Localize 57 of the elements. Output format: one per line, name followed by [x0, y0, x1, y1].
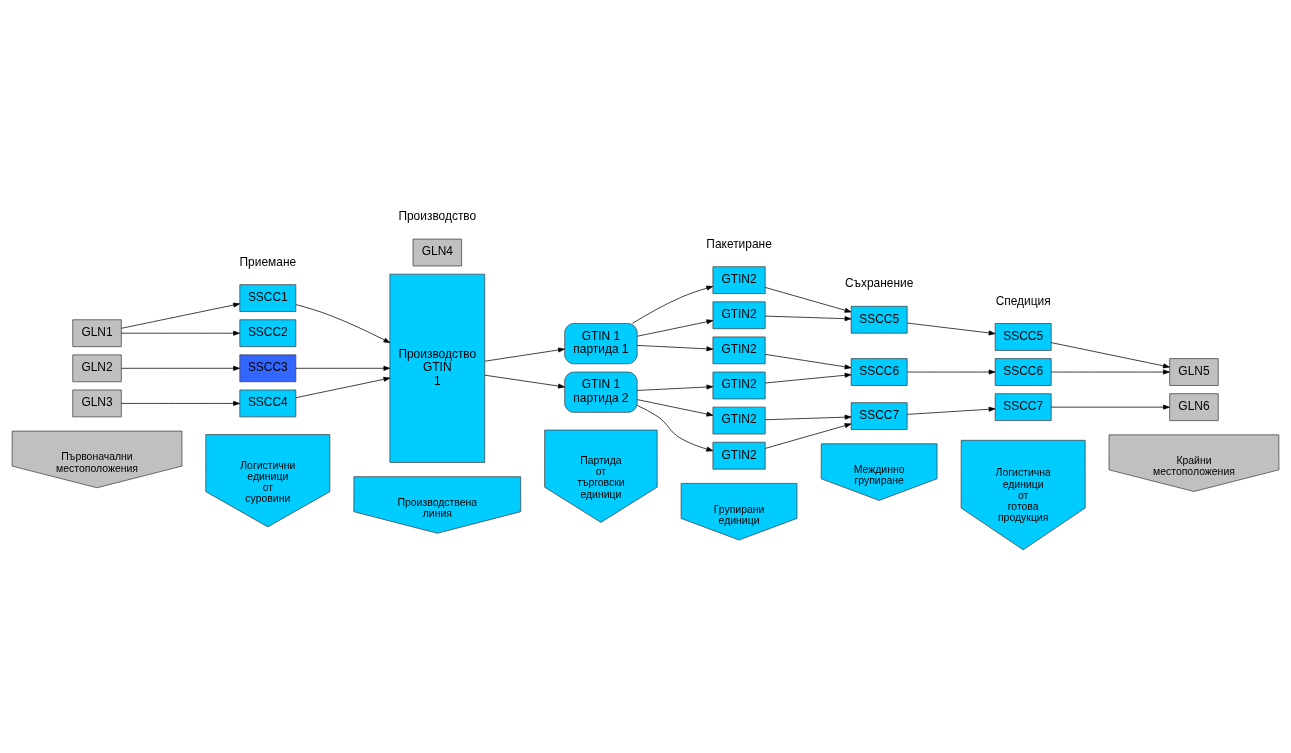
- node-box: SSCC6: [850, 357, 908, 386]
- node-box: GLN3: [72, 389, 122, 417]
- arrow: [636, 398, 714, 416]
- label: Приемане: [239, 254, 297, 269]
- node-box: GLN2: [72, 354, 122, 382]
- node-box: GLN4: [412, 238, 462, 266]
- node-box: SSCC5: [850, 305, 908, 334]
- node-box: SSCC2: [239, 318, 297, 347]
- arrow: [764, 372, 852, 383]
- node-box: SSCC5: [994, 322, 1052, 351]
- node-box: SSCC7: [850, 401, 908, 430]
- arrow: [120, 330, 240, 336]
- arrow: [1050, 404, 1170, 410]
- arrow: [636, 384, 714, 391]
- arrow: [764, 315, 852, 321]
- arrow: [295, 365, 391, 371]
- node-box: GLN5: [1169, 357, 1219, 386]
- node-box: SSCC7: [994, 392, 1052, 421]
- arrow: [907, 369, 996, 374]
- arrow: [484, 374, 565, 388]
- node-box: SSCC1: [239, 283, 297, 312]
- arrow: [636, 404, 714, 451]
- node-box: GLN1: [72, 318, 122, 347]
- node-box: GTIN2: [712, 406, 766, 434]
- node-box: SSCC3: [239, 354, 297, 382]
- arrow: [907, 322, 996, 335]
- node-box: GTIN2: [712, 265, 766, 294]
- arrow: [636, 318, 714, 337]
- label: Съхранение: [844, 275, 914, 290]
- label: Производство: [398, 208, 477, 223]
- arrow: [632, 285, 714, 324]
- arrow: [636, 344, 714, 351]
- arrow: [764, 422, 852, 449]
- label: Спедиция: [995, 293, 1051, 308]
- arrow: [1050, 369, 1170, 374]
- node-box: Производство GTIN 1: [389, 273, 486, 463]
- node-box: GTIN 1 партида 1: [564, 322, 638, 364]
- arrow: [120, 365, 240, 371]
- arrow: [295, 376, 391, 398]
- node-box: GTIN 1 партида 2: [564, 371, 638, 413]
- arrow: [120, 400, 240, 406]
- arrow: [484, 347, 565, 362]
- arrow: [764, 414, 852, 420]
- node-box: GTIN2: [712, 300, 766, 329]
- arrow: [295, 303, 391, 343]
- node-box: SSCC6: [994, 357, 1052, 386]
- arrow: [1050, 341, 1170, 368]
- arrow: [907, 406, 996, 415]
- node-box: GTIN2: [712, 371, 766, 399]
- arrow: [120, 302, 240, 329]
- node-box: SSCC4: [239, 389, 297, 417]
- node-box: GLN6: [1169, 392, 1219, 421]
- node-box: GTIN2: [712, 336, 766, 364]
- node-box: GTIN2: [712, 441, 766, 469]
- arrow: [764, 286, 852, 313]
- label: Пакетиране: [706, 236, 772, 251]
- arrow: [764, 353, 852, 369]
